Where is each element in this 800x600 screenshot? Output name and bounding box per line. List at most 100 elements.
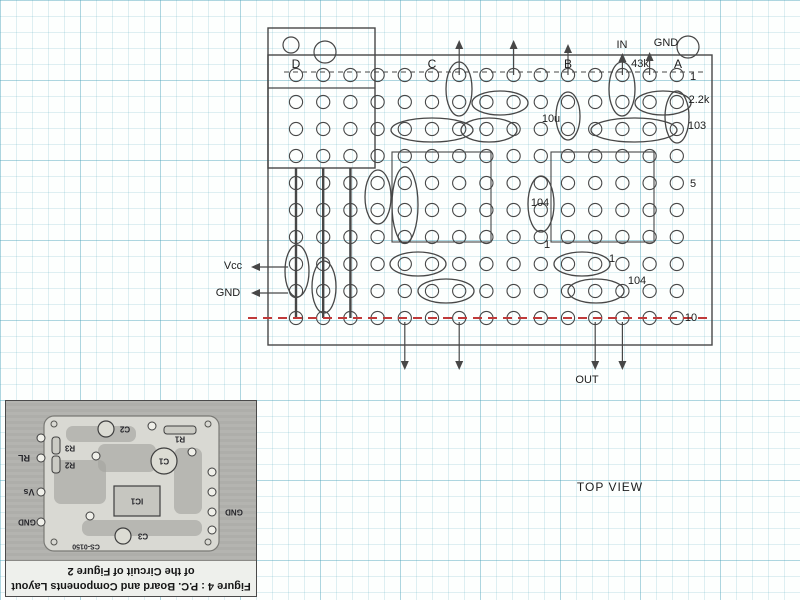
arrow-up-icon — [618, 53, 627, 62]
component-ellipse — [590, 117, 678, 143]
solder-pad — [207, 467, 217, 477]
perfboard-hole — [642, 175, 657, 191]
perfboard-hole — [288, 148, 304, 164]
perfboard-hole — [669, 256, 684, 272]
perfboard-hole — [642, 148, 657, 164]
perfboard-hole — [615, 283, 630, 299]
perfboard-hole — [288, 94, 304, 110]
perfboard-hole — [370, 94, 385, 110]
solder-pad — [207, 487, 217, 497]
perfboard-hole — [588, 94, 603, 110]
perfboard-hole — [424, 283, 440, 299]
perfboard-hole — [424, 229, 440, 245]
perfboard-hole — [588, 175, 603, 191]
component-ellipse — [471, 90, 529, 116]
perfboard-hole — [506, 175, 521, 191]
solder-pad — [36, 487, 46, 497]
perfboard-hole — [560, 310, 576, 326]
solder-pad — [36, 517, 46, 527]
perfboard-hole — [479, 148, 494, 164]
perfboard-hole — [533, 283, 548, 299]
perfboard-hole — [615, 121, 630, 137]
perfboard-hole — [588, 283, 603, 299]
solder-pad — [207, 525, 217, 535]
perfboard-hole — [370, 148, 385, 164]
perfboard-hole — [669, 283, 684, 299]
arrow-down-icon — [455, 361, 464, 370]
resistor-body — [163, 425, 197, 435]
ic-body — [113, 485, 161, 517]
perfboard-hole — [343, 175, 358, 191]
board-hole — [204, 538, 212, 546]
perfboard-hole — [288, 310, 304, 326]
perfboard-hole — [452, 229, 467, 245]
pcb-trace — [174, 448, 202, 514]
perfboard-hole — [397, 202, 412, 218]
component-ellipse — [664, 90, 690, 144]
perfboard-hole — [560, 121, 576, 137]
component-ellipse — [364, 169, 392, 225]
arrow-left-icon — [251, 289, 260, 297]
perfboard-hole — [452, 175, 467, 191]
perfboard-hole — [343, 283, 358, 299]
perfboard-hole — [424, 175, 440, 191]
perfboard-hole — [533, 256, 548, 272]
perfboard-hole — [560, 94, 576, 110]
perfboard-hole — [479, 67, 494, 83]
board-outline — [267, 54, 713, 346]
perfboard-hole — [479, 175, 494, 191]
resistor-body — [51, 436, 61, 455]
perfboard-hole — [533, 67, 548, 83]
perfboard-hole — [316, 67, 331, 83]
perfboard-hole — [316, 229, 331, 245]
perfboard-hole — [615, 229, 630, 245]
solder-pad — [187, 447, 197, 457]
module-outline — [267, 27, 376, 169]
perfboard-hole — [452, 256, 467, 272]
perfboard-hole — [560, 148, 576, 164]
arrow-down-icon — [618, 361, 627, 370]
perfboard-hole — [642, 202, 657, 218]
perfboard-hole — [642, 94, 657, 110]
component-ellipse — [284, 244, 310, 298]
perfboard-hole — [316, 94, 331, 110]
perfboard-hole — [316, 121, 331, 137]
perfboard-hole — [615, 175, 630, 191]
perfboard-hole — [424, 94, 440, 110]
perfboard-hole — [452, 121, 467, 137]
perfboard-hole — [506, 283, 521, 299]
ic-outline — [550, 151, 655, 243]
mounting-hole — [313, 40, 337, 64]
perfboard-hole — [479, 121, 494, 137]
figure-caption: Figure 4 : P.C. Board and Components Lay… — [6, 560, 256, 596]
perfboard-hole — [452, 202, 467, 218]
solder-pad — [36, 453, 46, 463]
component-ellipse — [634, 90, 692, 116]
perfboard-hole — [560, 202, 576, 218]
pcb-drawing — [36, 415, 220, 552]
perfboard-hole — [669, 67, 684, 83]
perfboard-hole — [316, 148, 331, 164]
ic-outline — [391, 151, 492, 243]
board-hole — [50, 420, 58, 428]
perfboard-hole — [615, 94, 630, 110]
perfboard-hole — [288, 229, 304, 245]
perfboard-hole — [424, 67, 440, 83]
perfboard-hole — [316, 202, 331, 218]
component-ellipse — [311, 260, 337, 314]
perfboard-hole — [506, 94, 521, 110]
arrow-up-icon — [645, 52, 654, 61]
perfboard-hole — [452, 283, 467, 299]
perfboard-hole — [642, 283, 657, 299]
arrow-up-icon — [509, 40, 518, 49]
solder-pad — [207, 507, 217, 517]
perfboard-hole — [560, 256, 576, 272]
top-view-label: TOP VIEW — [576, 480, 644, 494]
resistor-body — [51, 455, 61, 474]
perfboard-hole — [642, 229, 657, 245]
perfboard-hole — [669, 229, 684, 245]
perfboard-hole — [424, 121, 440, 137]
perfboard-hole — [397, 121, 412, 137]
mounting-hole — [282, 36, 300, 54]
